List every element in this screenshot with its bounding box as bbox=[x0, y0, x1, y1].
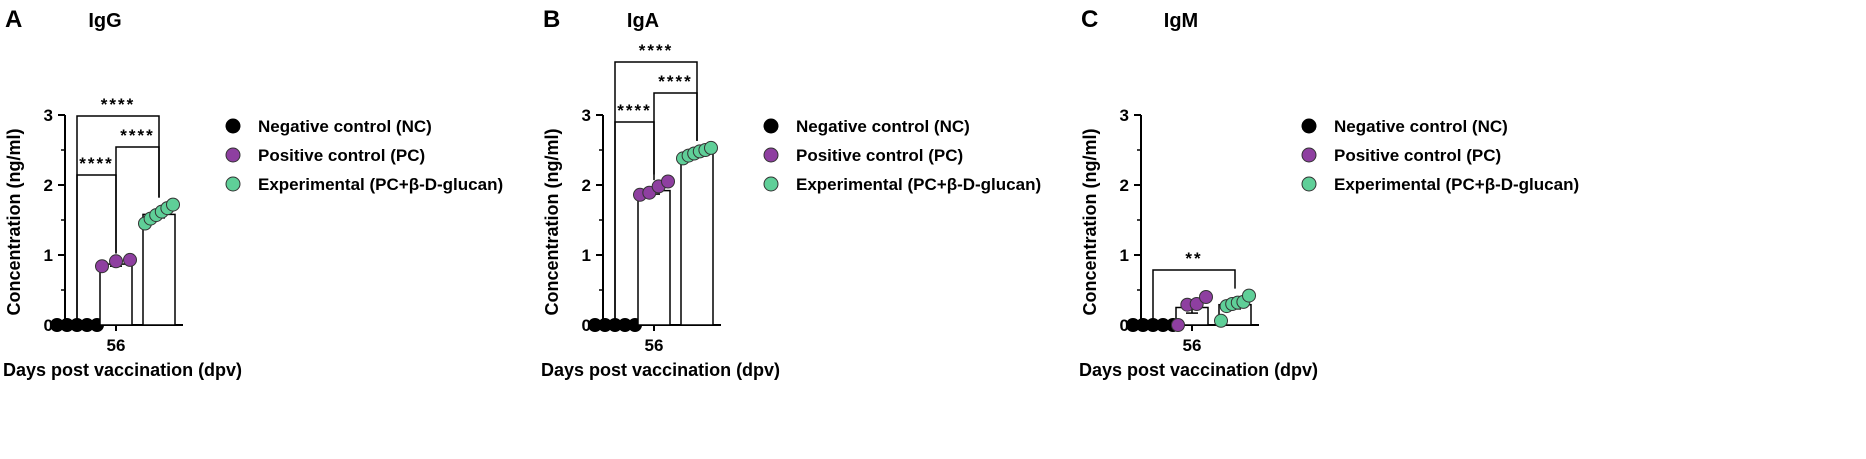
data-point bbox=[95, 259, 109, 274]
significance-label: **** bbox=[101, 95, 135, 114]
legend-label: Experimental (PC+β-D-glucan) bbox=[1334, 175, 1579, 194]
panel-title: IgG bbox=[88, 10, 121, 32]
significance-label: **** bbox=[120, 126, 154, 145]
panel-title: IgA bbox=[627, 10, 659, 32]
legend-label: Positive control (PC) bbox=[258, 146, 425, 165]
significance-label: **** bbox=[617, 101, 651, 120]
legend-marker bbox=[1301, 118, 1317, 134]
data-point bbox=[1171, 318, 1185, 332]
y-axis-title: Concentration (ng/ml) bbox=[4, 129, 24, 316]
x-axis-title: Days post vaccination (dpv) bbox=[3, 360, 242, 380]
significance-bracket bbox=[76, 115, 160, 320]
y-tick-label: 1 bbox=[44, 246, 53, 265]
y-tick-label: 2 bbox=[582, 176, 591, 195]
legend-label: Negative control (NC) bbox=[796, 117, 970, 136]
legend-label: Negative control (NC) bbox=[1334, 117, 1508, 136]
legend-marker bbox=[225, 147, 241, 163]
significance-bracket bbox=[614, 61, 698, 320]
legend-marker bbox=[763, 147, 779, 163]
y-tick-label: 1 bbox=[1120, 246, 1129, 265]
data-point bbox=[109, 254, 123, 269]
panel-letter: C bbox=[1081, 6, 1098, 33]
y-tick-label: 1 bbox=[582, 246, 591, 265]
data-point bbox=[661, 174, 675, 189]
panel-letter: B bbox=[543, 6, 560, 33]
legend-label: Negative control (NC) bbox=[258, 117, 432, 136]
bar bbox=[142, 213, 176, 326]
legend-marker bbox=[225, 118, 241, 134]
y-tick-label: 2 bbox=[1120, 176, 1129, 195]
significance-bracket bbox=[1152, 269, 1236, 320]
y-tick-label: 0 bbox=[44, 316, 53, 335]
y-tick-label: 3 bbox=[582, 106, 591, 125]
y-tick-label: 2 bbox=[44, 176, 53, 195]
y-axis-title: Concentration (ng/ml) bbox=[1080, 129, 1100, 316]
x-axis-title: Days post vaccination (dpv) bbox=[1079, 360, 1318, 380]
significance-label: **** bbox=[639, 41, 673, 60]
bar bbox=[680, 152, 714, 326]
legend-marker bbox=[1301, 176, 1317, 192]
data-point bbox=[1199, 290, 1213, 304]
data-point bbox=[1242, 288, 1256, 303]
legend-label: Experimental (PC+β-D-glucan) bbox=[796, 175, 1041, 194]
bar bbox=[99, 263, 133, 326]
legend-marker bbox=[763, 118, 779, 134]
legend-label: Positive control (PC) bbox=[1334, 146, 1501, 165]
data-point bbox=[1189, 297, 1204, 311]
y-tick-label: 3 bbox=[1120, 106, 1129, 125]
x-tick-label: 56 bbox=[107, 336, 126, 355]
x-tick-label: 56 bbox=[1183, 336, 1202, 355]
data-point bbox=[123, 252, 137, 267]
data-point bbox=[166, 197, 180, 212]
legend-label: Experimental (PC+β-D-glucan) bbox=[258, 175, 503, 194]
y-axis-title: Concentration (ng/ml) bbox=[542, 129, 562, 316]
data-point bbox=[704, 140, 718, 155]
bar bbox=[637, 189, 671, 326]
significance-label: **** bbox=[658, 72, 692, 91]
significance-label: ** bbox=[1185, 249, 1202, 268]
significance-label: **** bbox=[79, 154, 113, 173]
y-tick-label: 0 bbox=[582, 316, 591, 335]
panel-letter: A bbox=[5, 6, 22, 33]
legend-marker bbox=[763, 176, 779, 192]
x-tick-label: 56 bbox=[645, 336, 664, 355]
legend-marker bbox=[225, 176, 241, 192]
data-point bbox=[1214, 313, 1228, 328]
legend-label: Positive control (PC) bbox=[796, 146, 963, 165]
panel-title: IgM bbox=[1164, 10, 1198, 32]
y-tick-label: 3 bbox=[44, 106, 53, 125]
legend-marker bbox=[1301, 147, 1317, 163]
x-axis-title: Days post vaccination (dpv) bbox=[541, 360, 780, 380]
y-tick-label: 0 bbox=[1120, 316, 1129, 335]
